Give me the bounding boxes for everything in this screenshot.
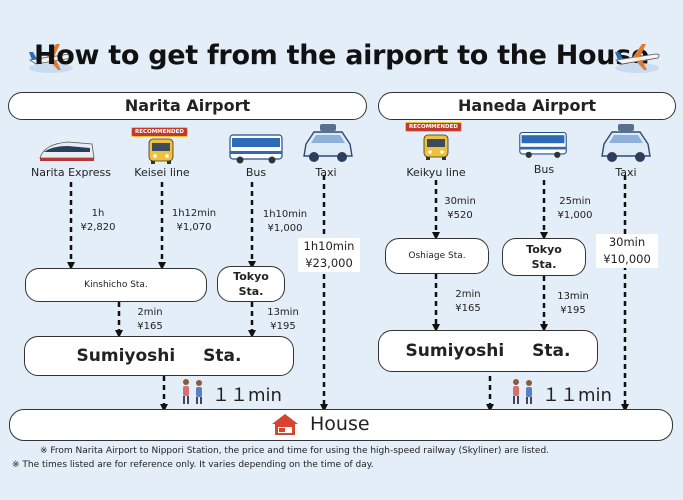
taxi-label: Taxi xyxy=(315,166,337,179)
walking-people-icon xyxy=(513,379,532,404)
tokyo-station: Tokyo Sta. xyxy=(217,266,285,302)
segment-price: ¥165 xyxy=(455,303,481,314)
walk-time: １１min xyxy=(212,385,282,406)
bus-icon xyxy=(229,134,283,164)
segment-time: 13min xyxy=(267,307,299,318)
narita-airport-header: Narita Airport xyxy=(8,92,367,120)
bus-label: Bus xyxy=(245,166,267,179)
segment-time: 13min xyxy=(557,291,589,302)
walk-time: １１min xyxy=(542,385,612,406)
narita-express-label: Narita Express xyxy=(30,166,112,179)
route-price: ¥1,070 xyxy=(176,222,212,233)
house-label: House xyxy=(310,413,370,435)
kinshicho-station: Kinshicho Sta. xyxy=(25,268,207,302)
keisei-line-label: Keisei line xyxy=(134,166,190,179)
bus-info: 1h10min ¥1,000 xyxy=(255,208,315,236)
taxi-icon xyxy=(303,124,353,162)
house-destination xyxy=(9,409,673,441)
station-name: Tokyo xyxy=(233,270,269,283)
bus-info: 25min ¥1,000 xyxy=(552,195,598,223)
station-suffix: Sta. xyxy=(238,285,264,298)
station-suffix: Sta. xyxy=(531,258,557,271)
bus-icon xyxy=(519,131,567,158)
haneda-taxi-info: 30min ¥10,000 xyxy=(596,234,658,268)
train-icon xyxy=(39,141,95,161)
oshiage-segment-info: 2min ¥165 xyxy=(448,288,488,316)
haneda-airport-header: Haneda Airport xyxy=(378,92,676,120)
airplane-icon xyxy=(614,44,660,73)
segment-time: 2min xyxy=(137,307,163,318)
tokyo-segment-info: 13min ¥195 xyxy=(553,290,593,318)
station-name: Tokyo xyxy=(526,243,562,256)
route-price: ¥2,820 xyxy=(80,222,116,233)
train-icon xyxy=(423,134,449,160)
bus-label: Bus xyxy=(533,163,555,176)
segment-price: ¥195 xyxy=(270,321,296,332)
house-icon xyxy=(272,414,298,435)
segment-price: ¥165 xyxy=(137,321,163,332)
recommended-badge: RECOMMENDED xyxy=(131,127,188,137)
keisei-line-info: 1h12min ¥1,070 xyxy=(164,207,224,235)
route-price: ¥1,000 xyxy=(557,210,593,221)
walking-people-icon xyxy=(183,379,202,404)
route-price: ¥1,000 xyxy=(267,223,303,234)
route-price: ¥10,000 xyxy=(603,252,651,266)
route-time: 25min xyxy=(559,196,591,207)
segment-time: 2min xyxy=(455,289,481,300)
route-price: ¥520 xyxy=(447,210,473,221)
airplane-icon xyxy=(28,44,74,73)
segment-price: ¥195 xyxy=(560,305,586,316)
oshiage-station: Oshiage Sta. xyxy=(385,238,489,274)
taxi-icon xyxy=(601,124,651,162)
route-time: 1h10min xyxy=(262,209,308,220)
route-time: 1h12min xyxy=(171,208,217,219)
train-icon xyxy=(148,138,174,164)
tokyo-segment-info: 13min ¥195 xyxy=(263,306,303,334)
keikyu-line-info: 30min ¥520 xyxy=(440,195,480,223)
footnote: ※ The times listed are for reference onl… xyxy=(12,460,374,470)
route-time: 1h xyxy=(91,208,105,219)
narita-express-info: 1h ¥2,820 xyxy=(68,207,128,235)
tokyo-station: Tokyo Sta. xyxy=(502,238,586,276)
keikyu-line-label: Keikyu line xyxy=(406,166,466,179)
sumiyoshi-station: Sumiyoshi Sta. xyxy=(378,330,598,372)
footnote: ※ From Narita Airport to Nippori Station… xyxy=(40,446,550,456)
recommended-badge: RECOMMENDED xyxy=(405,122,462,132)
page-title: How to get from the airport to the House xyxy=(33,40,649,71)
kinshicho-segment-info: 2min ¥165 xyxy=(130,306,170,334)
taxi-label: Taxi xyxy=(615,166,637,179)
route-time: 30min xyxy=(608,235,646,249)
narita-taxi-info: 1h10min ¥23,000 xyxy=(298,238,360,272)
route-time: 30min xyxy=(444,196,476,207)
sumiyoshi-station: Sumiyoshi Sta. xyxy=(24,336,294,376)
route-price: ¥23,000 xyxy=(305,256,353,270)
route-time: 1h10min xyxy=(303,239,355,253)
